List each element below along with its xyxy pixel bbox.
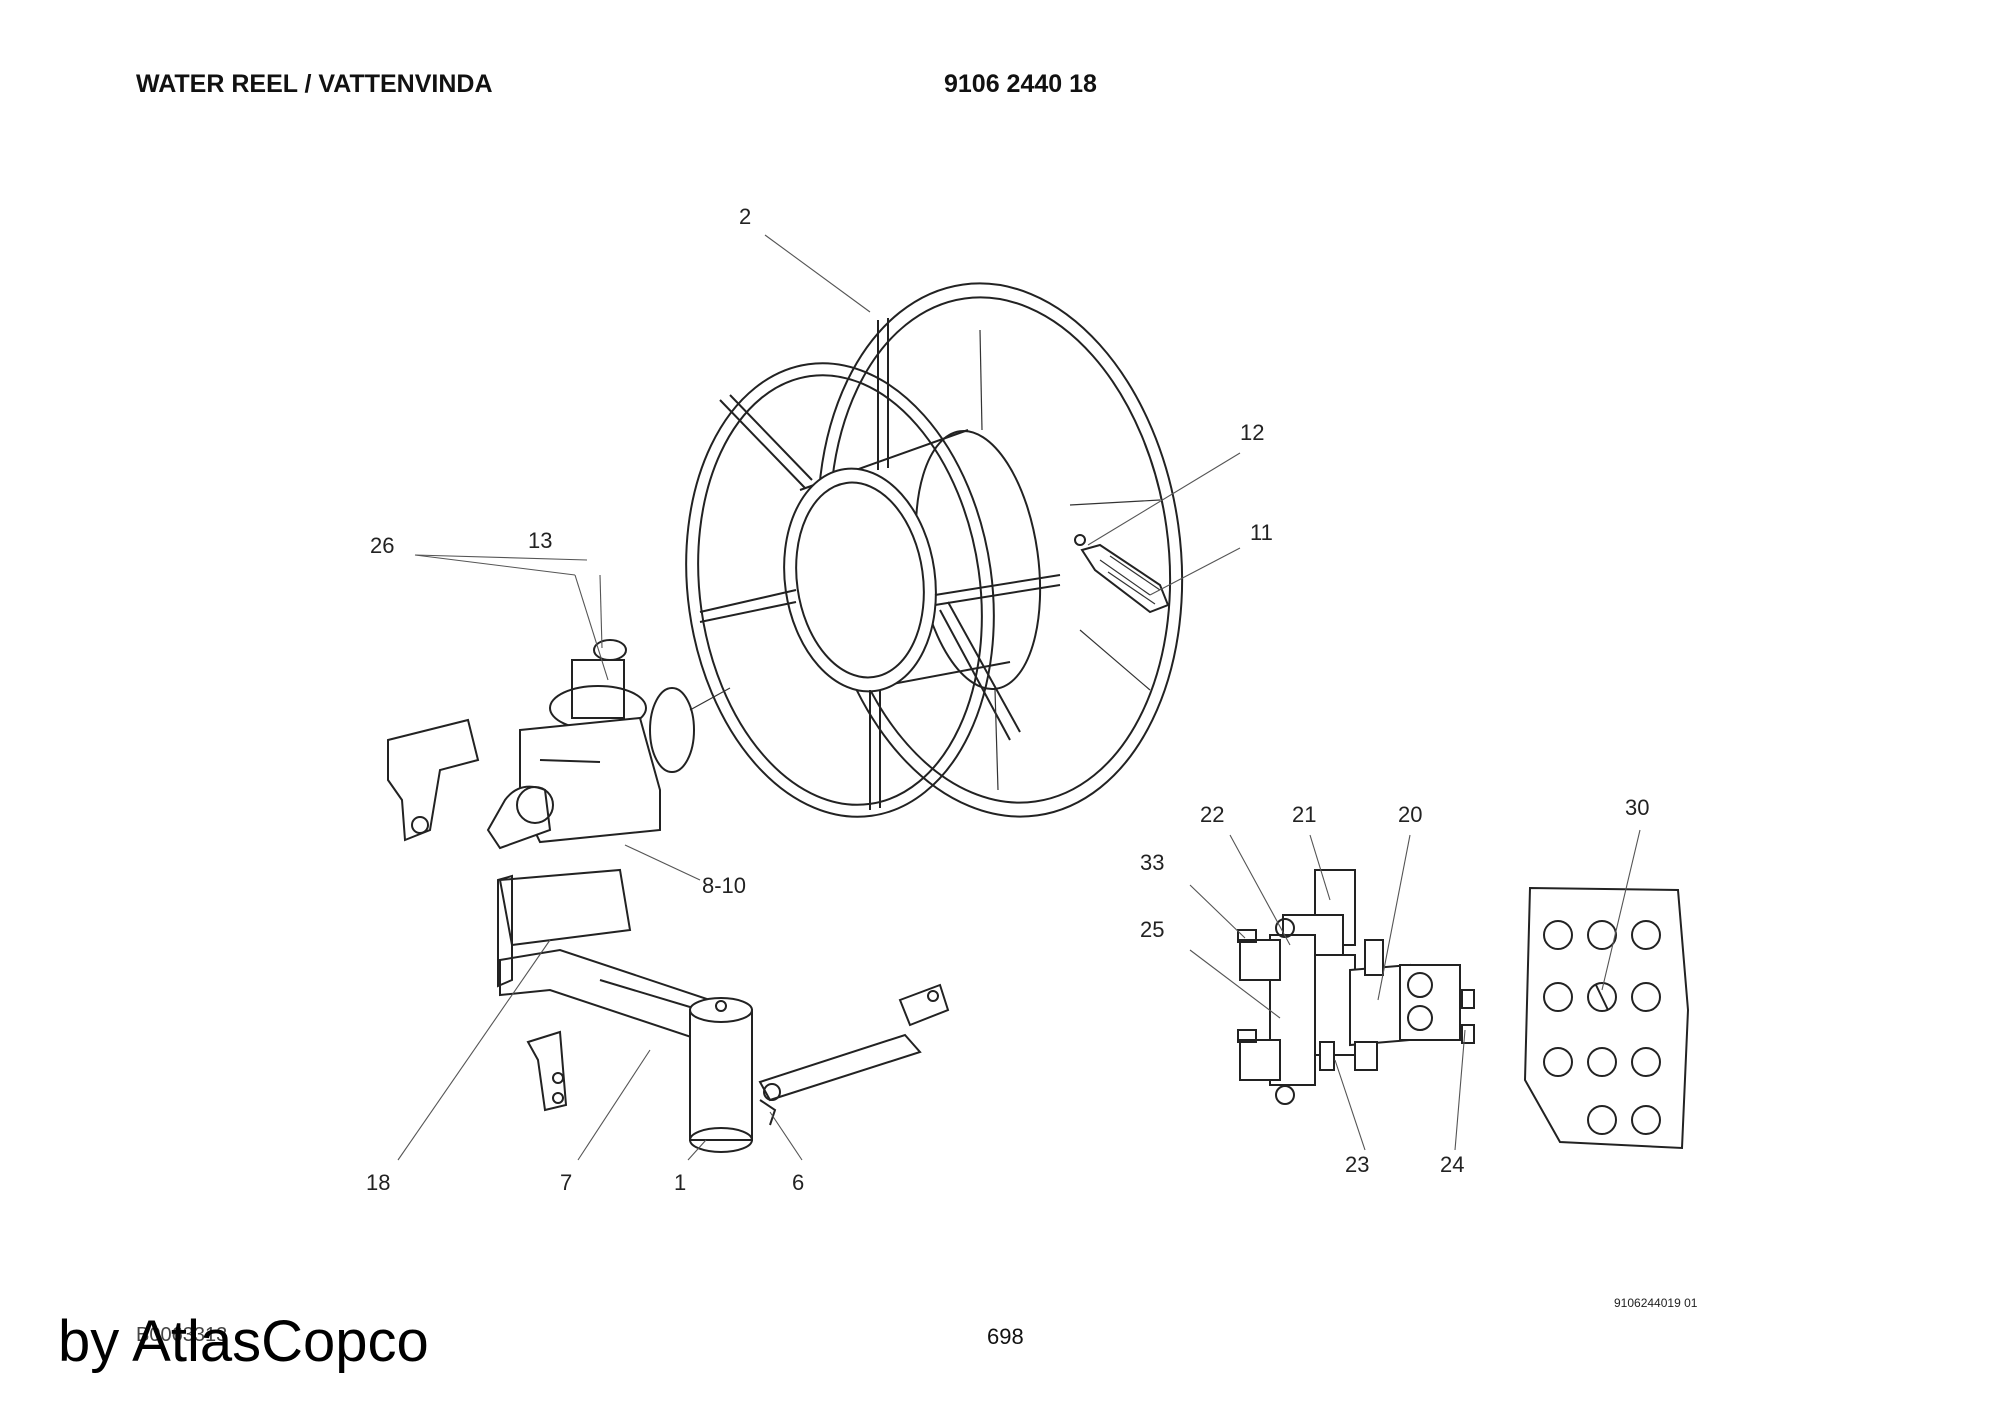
page-title: WATER REEL / VATTENVINDA: [136, 70, 493, 98]
control-panel: [1523, 886, 1690, 1150]
callout-23: 23: [1345, 1152, 1369, 1177]
callout-7: 7: [560, 1170, 572, 1195]
callout-25: 25: [1140, 917, 1164, 942]
callout-8-10: 8-10: [702, 873, 746, 898]
callout-26: 26: [370, 533, 394, 558]
water-reel-drum: [685, 282, 1184, 818]
callout-24: 24: [1440, 1152, 1464, 1177]
motor-swivel-assembly: [387, 639, 950, 1153]
callout-13: 13: [528, 528, 552, 553]
callout-30: 30: [1625, 795, 1649, 820]
callout-33: 33: [1140, 850, 1164, 875]
callout-22: 22: [1200, 802, 1224, 827]
document-reference: 9106244019 01: [1614, 1296, 1698, 1310]
hose-sock: [1074, 534, 1170, 614]
callout-18: 18: [366, 1170, 390, 1195]
callout-2: 2: [739, 204, 751, 229]
drawing-id: B0063313: [136, 1324, 228, 1346]
callout-12: 12: [1240, 420, 1264, 445]
valve-block-assembly: [1237, 869, 1475, 1105]
callout-1: 1: [674, 1170, 686, 1195]
callout-20: 20: [1398, 802, 1422, 827]
callout-6: 6: [792, 1170, 804, 1195]
leader-lines: [397, 234, 1641, 1161]
callout-11: 11: [1250, 520, 1273, 545]
callout-labels: 2 12 11 26 13 8-10 18 7 1 6 22 21 20 33 …: [366, 204, 1649, 1195]
callout-21: 21: [1292, 802, 1316, 827]
brand-watermark: by AtlasCopco: [58, 1309, 429, 1374]
part-number: 9106 2440 18: [944, 70, 1097, 98]
page-number: 698: [987, 1324, 1024, 1349]
